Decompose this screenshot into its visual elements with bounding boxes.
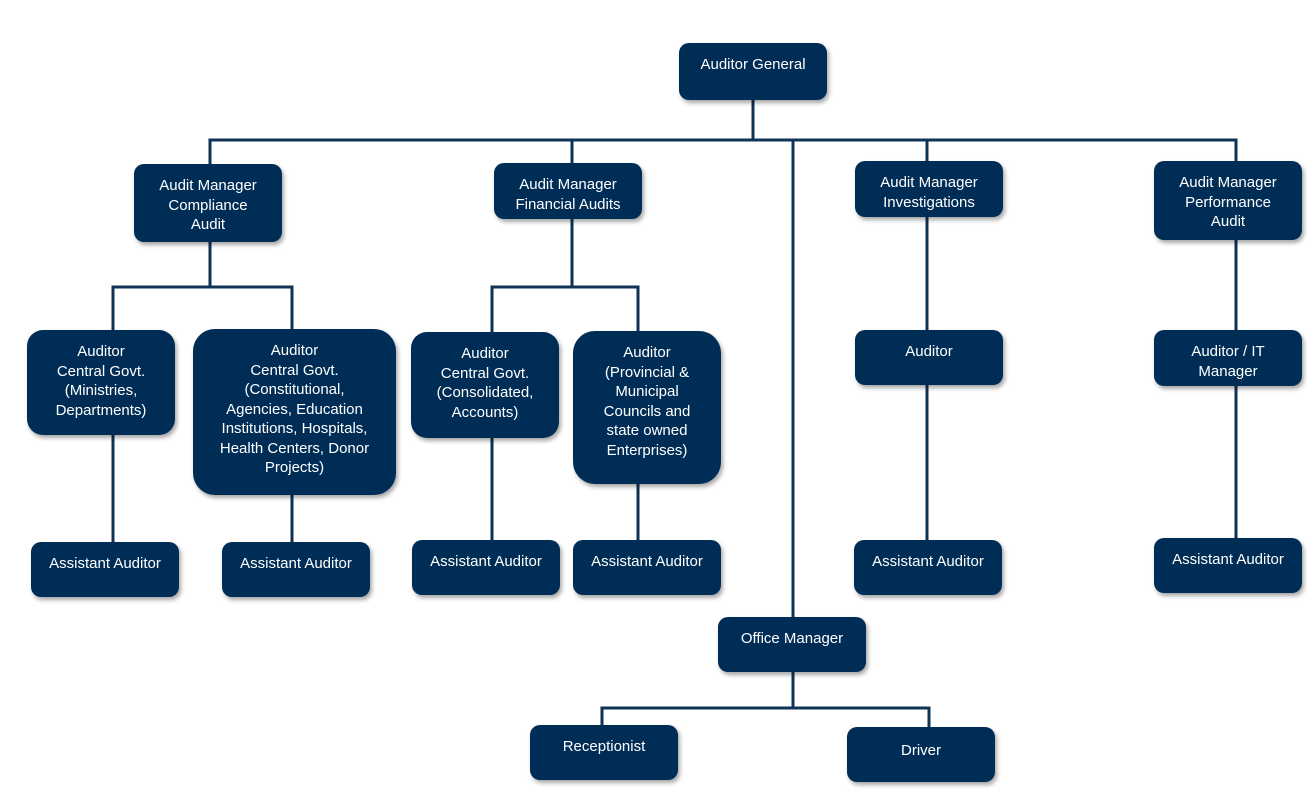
node-assistant-auditor-4: Assistant Auditor: [573, 540, 721, 595]
node-label: Audit Manager Financial Audits: [515, 176, 621, 213]
node-auditor-it-manager: Auditor / IT Manager: [1154, 330, 1302, 386]
node-label: Audit Manager Performance Audit: [1179, 174, 1277, 230]
node-label: Audit Manager Investigations: [880, 174, 978, 211]
node-label: Auditor Central Govt. (Ministries, Depar…: [55, 343, 147, 419]
node-assistant-auditor-3: Assistant Auditor: [412, 540, 560, 595]
node-label: Assistant Auditor: [872, 553, 984, 570]
node-label: Auditor General: [700, 56, 806, 73]
node-label: Assistant Auditor: [49, 555, 161, 572]
node-label: Receptionist: [562, 738, 646, 755]
node-driver: Driver: [847, 727, 995, 782]
node-office-manager: Office Manager: [718, 617, 866, 672]
node-receptionist: Receptionist: [530, 725, 678, 780]
node-label: Driver: [901, 742, 941, 759]
node-assistant-auditor-2: Assistant Auditor: [222, 542, 370, 597]
node-auditor-provincial: Auditor (Provincial & Municipal Councils…: [573, 331, 721, 484]
node-audit-manager-compliance: Audit Manager Compliance Audit: [134, 164, 282, 242]
node-audit-manager-investigations: Audit Manager Investigations: [855, 161, 1003, 217]
node-label: Auditor (Provincial & Municipal Councils…: [603, 344, 691, 459]
node-label: Auditor Central Govt. (Constitutional, A…: [219, 342, 370, 476]
node-auditor-consolidated: Auditor Central Govt. (Consolidated, Acc…: [411, 332, 559, 438]
node-label: Audit Manager Compliance Audit: [159, 177, 257, 233]
node-auditor-investigations: Auditor: [855, 330, 1003, 385]
node-label: Assistant Auditor: [1172, 551, 1284, 568]
node-assistant-auditor-5: Assistant Auditor: [854, 540, 1002, 595]
node-label: Assistant Auditor: [430, 553, 542, 570]
node-label: Assistant Auditor: [591, 553, 703, 570]
node-assistant-auditor-6: Assistant Auditor: [1154, 538, 1302, 593]
node-label: Assistant Auditor: [240, 555, 352, 572]
node-label: Auditor Central Govt. (Consolidated, Acc…: [436, 345, 534, 421]
node-auditor-general: Auditor General: [679, 43, 827, 100]
node-audit-manager-performance: Audit Manager Performance Audit: [1154, 161, 1302, 240]
node-audit-manager-financial: Audit Manager Financial Audits: [494, 163, 642, 219]
node-label: Office Manager: [740, 630, 844, 647]
node-label: Auditor / IT Manager: [1191, 343, 1265, 380]
node-auditor-ministries: Auditor Central Govt. (Ministries, Depar…: [27, 330, 175, 435]
node-assistant-auditor-1: Assistant Auditor: [31, 542, 179, 597]
node-auditor-constitutional: Auditor Central Govt. (Constitutional, A…: [193, 329, 396, 495]
node-label: Auditor: [905, 343, 953, 360]
